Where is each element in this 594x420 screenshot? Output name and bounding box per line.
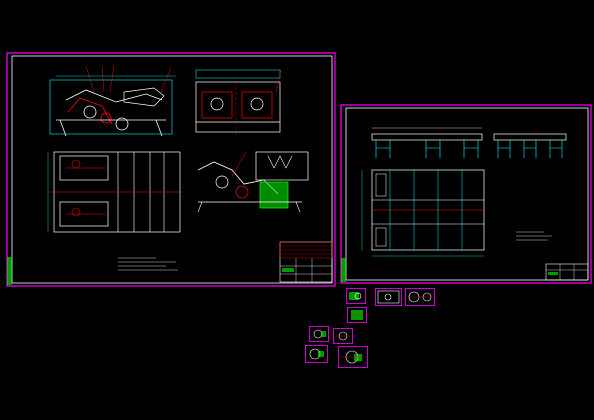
side-view[interactable] xyxy=(195,69,282,134)
part-thumbnail-c[interactable] xyxy=(405,288,435,306)
frame-side-elevation[interactable] xyxy=(493,133,567,158)
title-block[interactable] xyxy=(279,241,333,283)
frame-plan[interactable] xyxy=(361,169,485,257)
sheet-frame-drawing[interactable] xyxy=(340,104,592,284)
technical-notes xyxy=(516,231,552,241)
top-view[interactable] xyxy=(47,151,182,233)
revision-strip xyxy=(341,258,346,282)
title-block[interactable] xyxy=(545,263,589,281)
part-thumbnail-g[interactable] xyxy=(305,345,328,363)
frame-elevation[interactable] xyxy=(371,127,483,158)
part-thumbnail-d[interactable] xyxy=(347,307,367,323)
part-thumbnail-h[interactable] xyxy=(338,346,368,368)
sheet-inner-border xyxy=(11,55,333,284)
sheet-outer-border xyxy=(6,52,336,287)
technical-notes xyxy=(118,257,178,271)
sheet-main-assembly[interactable] xyxy=(6,52,336,287)
part-thumbnail-f[interactable] xyxy=(333,328,353,344)
section-view[interactable] xyxy=(197,151,309,213)
sheet-outer-border xyxy=(340,104,592,284)
sheet-inner-border xyxy=(345,107,589,281)
revision-strip xyxy=(7,257,12,285)
front-view[interactable] xyxy=(49,65,176,137)
part-thumbnail-a[interactable] xyxy=(346,288,366,304)
part-thumbnail-e[interactable] xyxy=(309,326,329,342)
part-thumbnail-b[interactable] xyxy=(375,288,402,306)
